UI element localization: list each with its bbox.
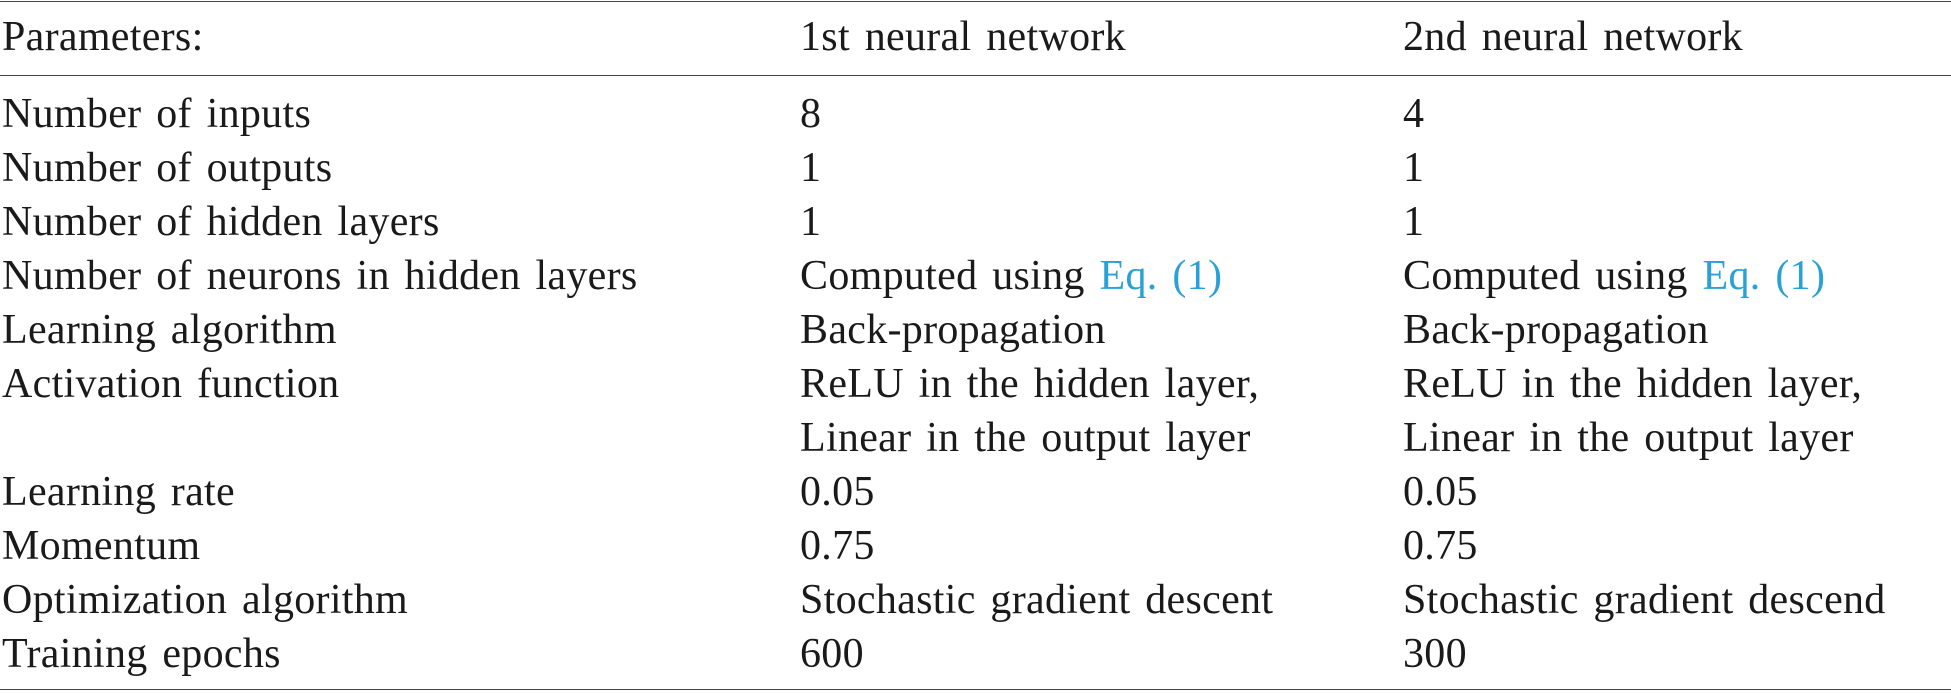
param-label: Activation function (2, 361, 340, 407)
equation-link[interactable]: Eq. (1) (1099, 253, 1223, 299)
second-network-value: 0.75 (1403, 523, 1478, 569)
first-network-value: 600 (800, 631, 864, 677)
first-network-value-line1: ReLU in the hidden layer, (800, 361, 1260, 407)
first-network-value: 1 (800, 145, 822, 191)
header-parameters: Parameters: (2, 14, 204, 60)
first-network-value: Stochastic gradient descent (800, 577, 1274, 623)
second-network-value: Computed using Eq. (1) (1403, 249, 1825, 303)
first-network-value: 0.75 (800, 523, 875, 569)
computed-using-text: Computed using (1403, 253, 1703, 299)
first-network-value: 8 (800, 91, 822, 137)
param-label: Number of neurons in hidden layers (2, 253, 638, 299)
header-second-network: 2nd neural network (1403, 14, 1743, 60)
table-bottom-rule (0, 689, 1951, 690)
param-label: Momentum (2, 523, 201, 569)
table-header-rule (0, 75, 1951, 76)
second-network-value-line2: Linear in the output layer (1403, 415, 1854, 461)
param-label: Learning algorithm (2, 307, 337, 353)
second-network-value: 1 (1403, 199, 1425, 245)
header-first-network: 1st neural network (800, 14, 1126, 60)
param-label: Number of outputs (2, 145, 333, 191)
param-label: Learning rate (2, 469, 235, 515)
param-label: Number of hidden layers (2, 199, 440, 245)
first-network-value: Back-propagation (800, 307, 1106, 353)
param-label: Optimization algorithm (2, 577, 409, 623)
second-network-value: 0.05 (1403, 469, 1478, 515)
equation-link[interactable]: Eq. (1) (1702, 253, 1826, 299)
first-network-value: Computed using Eq. (1) (800, 249, 1222, 303)
second-network-value: 4 (1403, 91, 1425, 137)
first-network-value-line2: Linear in the output layer (800, 415, 1251, 461)
second-network-value: 300 (1403, 631, 1467, 677)
table-top-rule (0, 1, 1951, 2)
computed-using-text: Computed using (800, 253, 1100, 299)
first-network-value: 1 (800, 199, 822, 245)
param-label: Training epochs (2, 631, 281, 677)
second-network-value: Back-propagation (1403, 307, 1709, 353)
second-network-value-line1: ReLU in the hidden layer, (1403, 361, 1863, 407)
second-network-value: Stochastic gradient descend (1403, 577, 1886, 623)
second-network-value: 1 (1403, 145, 1425, 191)
param-label: Number of inputs (2, 91, 312, 137)
first-network-value: 0.05 (800, 469, 875, 515)
